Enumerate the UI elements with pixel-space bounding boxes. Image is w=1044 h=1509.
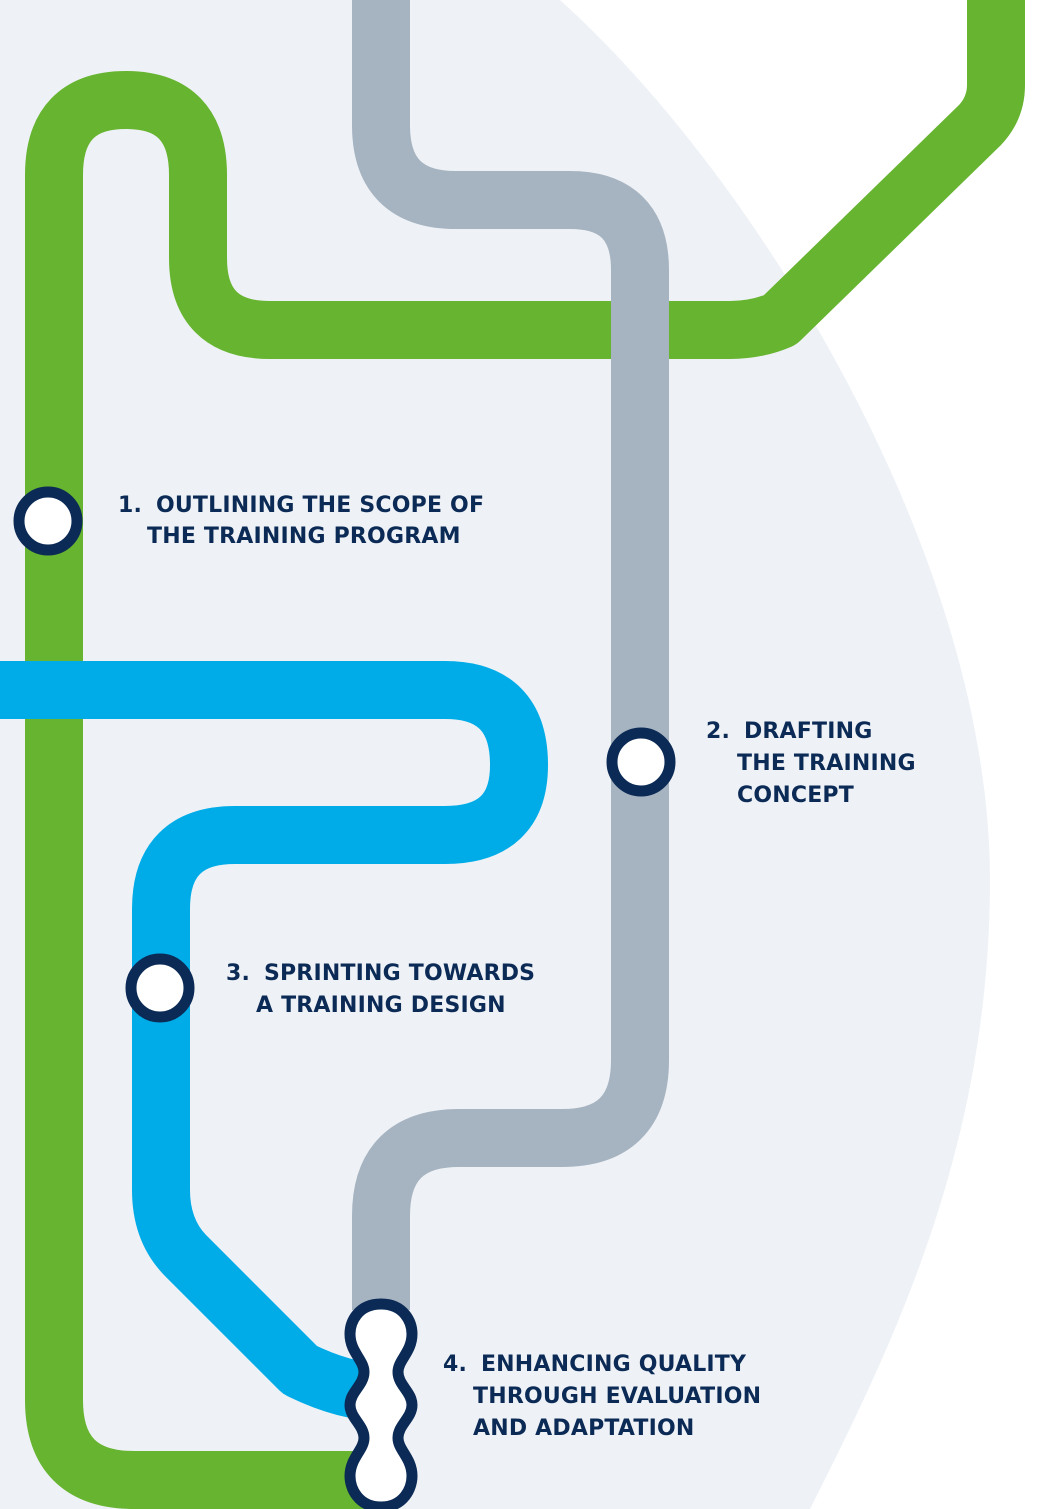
station-4-marker — [344, 1298, 418, 1509]
station-2-label: 2. DRAFTING THE TRAINING CONCEPT — [706, 719, 924, 808]
station-1-line-1: OUTLINING THE SCOPE OF — [156, 493, 484, 518]
station-2-line-2: THE TRAINING — [737, 751, 916, 776]
station-4-line-3: AND ADAPTATION — [473, 1416, 695, 1441]
station-2-line-1: DRAFTING — [744, 719, 873, 744]
station-1-line-2: THE TRAINING PROGRAM — [147, 524, 461, 549]
station-3-number: 3. — [226, 961, 250, 986]
gray-line — [352, 0, 669, 1310]
station-3-line-1: SPRINTING TOWARDS — [264, 961, 535, 986]
station-4-line-2: THROUGH EVALUATION — [473, 1384, 761, 1409]
station-1-marker — [13, 486, 83, 556]
station-2-line-3: CONCEPT — [737, 783, 854, 808]
station-1-label: 1. OUTLINING THE SCOPE OF THE TRAINING P… — [118, 493, 492, 549]
station-2-number: 2. — [706, 719, 730, 744]
station-3-label: 3. SPRINTING TOWARDS A TRAINING DESIGN — [226, 961, 543, 1018]
blue-line — [0, 661, 548, 1421]
green-line — [25, 0, 1025, 1509]
station-3-marker — [125, 953, 195, 1023]
station-4-number: 4. — [443, 1352, 467, 1377]
station-3-line-2: A TRAINING DESIGN — [256, 993, 506, 1018]
station-4-line-1: ENHANCING QUALITY — [481, 1352, 747, 1377]
station-4-label: 4. ENHANCING QUALITY THROUGH EVALUATION … — [443, 1352, 769, 1441]
station-1-number: 1. — [118, 493, 142, 518]
station-2-marker — [606, 727, 676, 797]
